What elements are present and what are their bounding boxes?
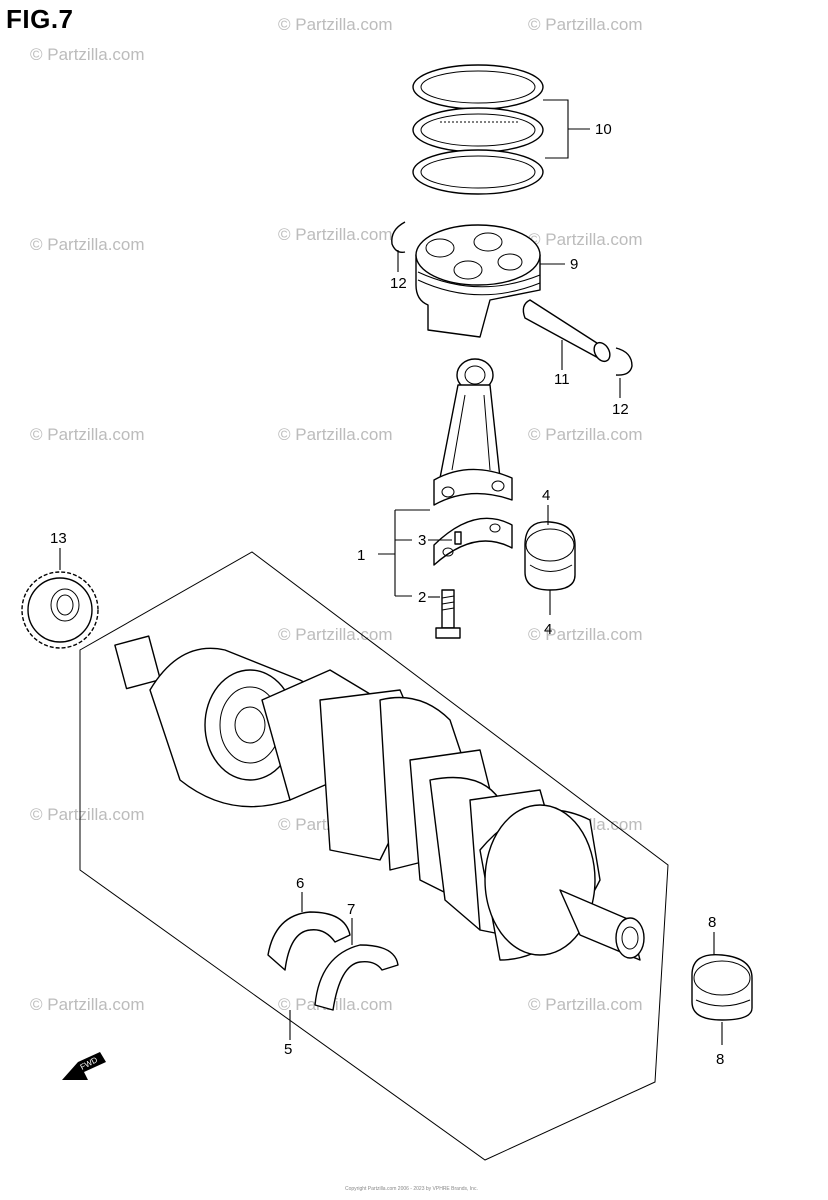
rod-bolt — [435, 589, 461, 639]
watermark: © Partzilla.com — [30, 805, 145, 824]
watermark: © Partzilla.com — [278, 995, 393, 1014]
crankshaft-gear — [21, 571, 99, 649]
watermark: © Partzilla.com — [30, 45, 145, 64]
callout-3: 3 — [418, 532, 426, 549]
thrust-washer-lower — [314, 944, 399, 1011]
main-bearing — [691, 953, 753, 1021]
footer-text: Copyright Partzilla.com 2006 - 2023 by V… — [345, 1186, 478, 1192]
watermark: © Partzilla.com — [30, 425, 145, 444]
callout-2: 2 — [418, 589, 426, 606]
watermark: © Partzilla.com — [528, 995, 643, 1014]
watermark: © Partzilla.com — [278, 625, 393, 644]
callout-4-bottom: 4 — [544, 621, 552, 638]
dowel-pin — [454, 531, 462, 545]
thrust-washer-upper — [267, 911, 351, 971]
piston-pin — [522, 299, 611, 363]
piston-rings — [412, 64, 544, 195]
piston-pin-clip-left — [391, 221, 406, 254]
assembly-outline — [79, 551, 669, 1161]
leader-10 — [543, 99, 590, 159]
watermark: © Partzilla.com — [528, 625, 643, 644]
watermark: © Partzilla.com — [30, 995, 145, 1014]
connecting-rod — [433, 358, 513, 506]
callout-8-top: 8 — [708, 914, 716, 931]
watermark: © Partzilla.com — [528, 15, 643, 34]
figure-title: FIG.7 — [6, 4, 74, 34]
watermark: © Partzilla.com — [528, 425, 643, 444]
callout-9: 9 — [570, 256, 578, 273]
forward-arrow-icon: FWD — [62, 1052, 106, 1080]
crankshaft — [114, 635, 645, 961]
callout-8-bottom: 8 — [716, 1051, 724, 1068]
rod-bearing — [524, 521, 576, 591]
piston — [415, 224, 541, 338]
callout-4-top: 4 — [542, 487, 550, 504]
callout-12-left: 12 — [390, 275, 407, 292]
piston-pin-clip-right — [615, 347, 633, 376]
callout-13: 13 — [50, 530, 67, 547]
callout-6: 6 — [296, 875, 304, 892]
callout-5: 5 — [284, 1041, 292, 1058]
connecting-rod-cap — [433, 517, 513, 566]
callout-12-right: 12 — [612, 401, 629, 418]
watermark: © Partzilla.com — [528, 230, 643, 249]
watermark: © Partzilla.com — [278, 425, 393, 444]
watermark: © Partzilla.com — [278, 225, 393, 244]
callout-10: 10 — [595, 121, 612, 138]
leader-1 — [378, 509, 430, 597]
watermark: © Partzilla.com — [278, 15, 393, 34]
callout-1: 1 — [357, 547, 365, 564]
callout-11: 11 — [554, 371, 570, 388]
watermark: © Partzilla.com — [30, 235, 145, 254]
callout-7: 7 — [347, 901, 355, 918]
